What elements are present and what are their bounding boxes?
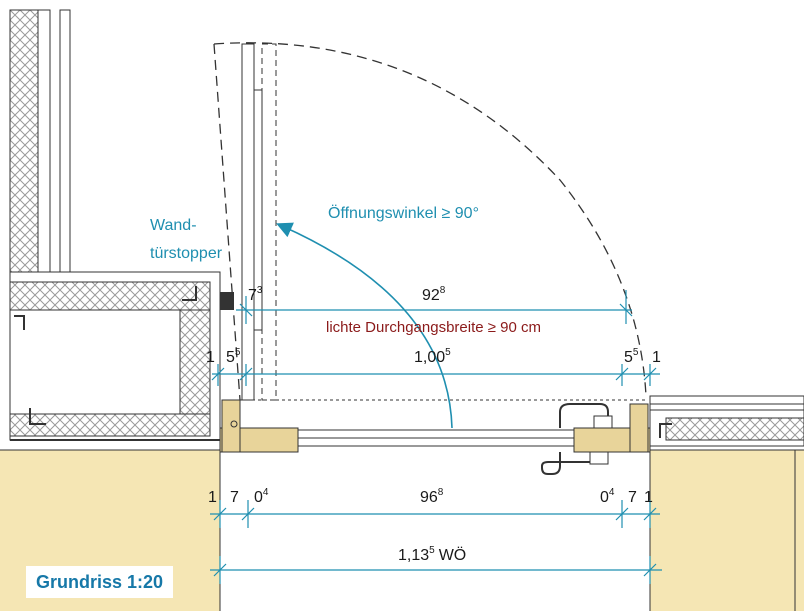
dimension-lines [210, 290, 662, 584]
dim-1-left: 1 [206, 349, 215, 366]
dim-92-8: 928 [422, 285, 446, 304]
door-handle-icon [541, 403, 613, 475]
wall-stop-label-line1: Wand- [150, 217, 197, 234]
dim-0-4-right: 04 [600, 487, 615, 506]
floor-zone-right [650, 450, 804, 611]
dim-7-3: 73 [248, 285, 263, 304]
wall-block-left [9, 271, 221, 441]
dim-1-right: 1 [652, 349, 661, 366]
dim-0-4-left: 04 [254, 487, 269, 506]
opening-angle-label: Öffnungswinkel ≥ 90° [328, 204, 479, 222]
dim-96-8: 968 [420, 487, 444, 506]
door-leaf [241, 43, 277, 401]
dim-5-5-left: 55 [226, 347, 241, 366]
wall-stop-label-line2: türstopper [150, 245, 223, 262]
dim-1-00-5: 1,005 [414, 347, 451, 366]
dim-7-bottom-right: 7 [628, 489, 637, 506]
dim-1-bottom-right: 1 [644, 489, 653, 506]
door-frame [219, 399, 651, 453]
dim-7-bottom-left: 7 [230, 489, 239, 506]
dim-5-5-right: 55 [624, 347, 639, 366]
dim-1-bottom-left: 1 [208, 489, 217, 506]
wall-vertical-left [9, 9, 71, 273]
wall-door-stop [220, 292, 234, 310]
wall-block-right [649, 395, 804, 447]
scale-title: Grundriss 1:20 [26, 566, 174, 598]
clear-width-label: lichte Durchgangsbreite ≥ 90 cm [326, 319, 541, 336]
opening-angle-arc [276, 222, 453, 429]
